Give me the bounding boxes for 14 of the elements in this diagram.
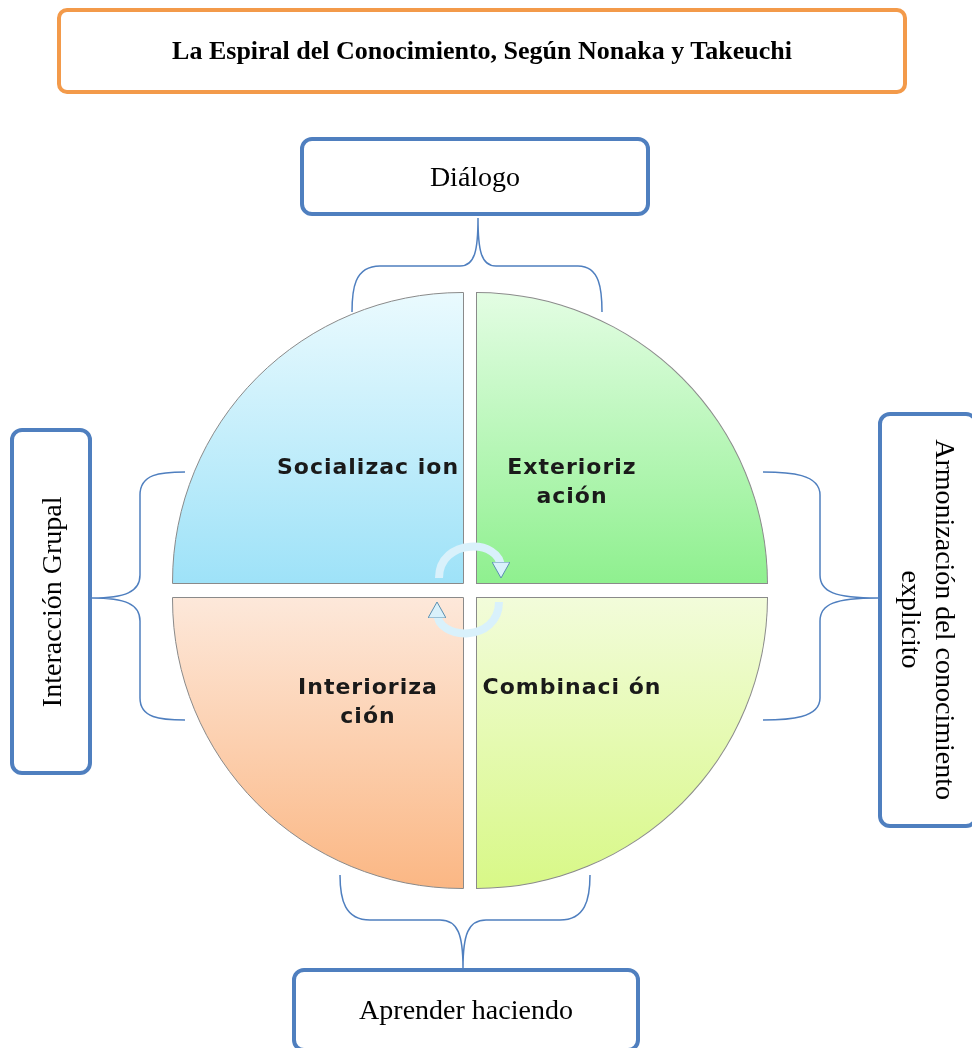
label: Socializac ion — [275, 453, 461, 481]
label: Interioriza ción — [297, 673, 439, 730]
curved-arrow — [428, 601, 503, 638]
label: Diálogo — [429, 159, 521, 194]
title: La Espiral del Conocimiento, Según Nonaka y Takeuchi — [172, 36, 792, 66]
label: Armonización del conocimiento explicito — [895, 438, 962, 803]
text-box — [292, 968, 640, 1048]
text-box — [878, 412, 972, 828]
label: Combinaci ón — [481, 673, 663, 701]
label: Interacción Grupal — [34, 495, 68, 709]
text-box — [300, 137, 650, 216]
text-box — [10, 428, 92, 775]
label: Aprender haciendo — [359, 993, 573, 1027]
label: Exterioriz ación — [506, 453, 638, 510]
